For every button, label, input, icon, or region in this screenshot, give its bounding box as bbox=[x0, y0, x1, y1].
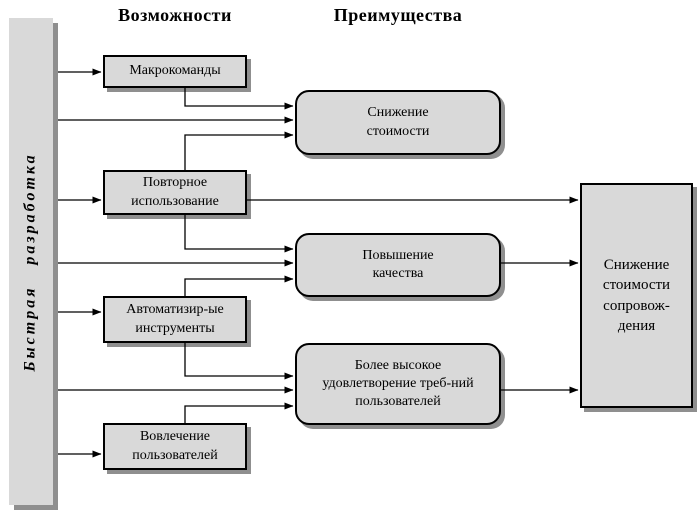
box-label-line: качества bbox=[372, 266, 424, 281]
box-label-line: пользователей bbox=[132, 447, 218, 463]
box-label-line: Вовлечение bbox=[139, 429, 211, 445]
advantage-box-quality-improvement: Повышение качества bbox=[295, 233, 501, 297]
box-label-line: стоимости bbox=[602, 277, 671, 294]
box-label-line: сопровож- bbox=[603, 297, 670, 314]
box-label-line: использование bbox=[131, 193, 219, 209]
box-label-line: Автоматизир-ые bbox=[126, 302, 224, 318]
box-label-line: Макрокоманды bbox=[129, 63, 221, 79]
capability-box-reuse: Повторное использование bbox=[103, 170, 247, 215]
box-label-line: удовлетворение треб-ний bbox=[322, 375, 474, 391]
box-label-line: Более высокое bbox=[354, 357, 442, 373]
box-label-line: дения bbox=[617, 317, 656, 334]
box-label-line: пользователей bbox=[355, 394, 441, 410]
header-capabilities: Возможности bbox=[118, 5, 232, 25]
capability-box-automated-tools: Автоматизир-ые инструменты bbox=[103, 296, 247, 343]
box-label-line: инструменты bbox=[135, 320, 215, 336]
advantage-box-user-satisfaction: Более высокое удовлетворение треб-ний по… bbox=[295, 343, 501, 425]
rapid-development-bar: Быстрая разработка bbox=[9, 18, 53, 505]
capability-box-macrocommands: Макрокоманды bbox=[103, 55, 247, 88]
box-label-line: Повторное bbox=[142, 175, 208, 191]
box-label-line: Снижение bbox=[603, 257, 670, 273]
box-label-line: стоимости bbox=[366, 123, 430, 139]
outcome-box-maintenance-cost-reduction: Снижение стоимости сопровож- дения bbox=[580, 183, 693, 408]
advantage-box-cost-reduction: Снижение стоимости bbox=[295, 90, 501, 155]
rapid-development-label: Быстрая разработка bbox=[22, 151, 40, 372]
capability-box-user-involvement: Вовлечение пользователей bbox=[103, 423, 247, 470]
box-label-line: Снижение bbox=[367, 105, 429, 121]
header-advantages: Преимущества bbox=[333, 5, 463, 25]
box-label-line: Повышение bbox=[362, 247, 434, 263]
